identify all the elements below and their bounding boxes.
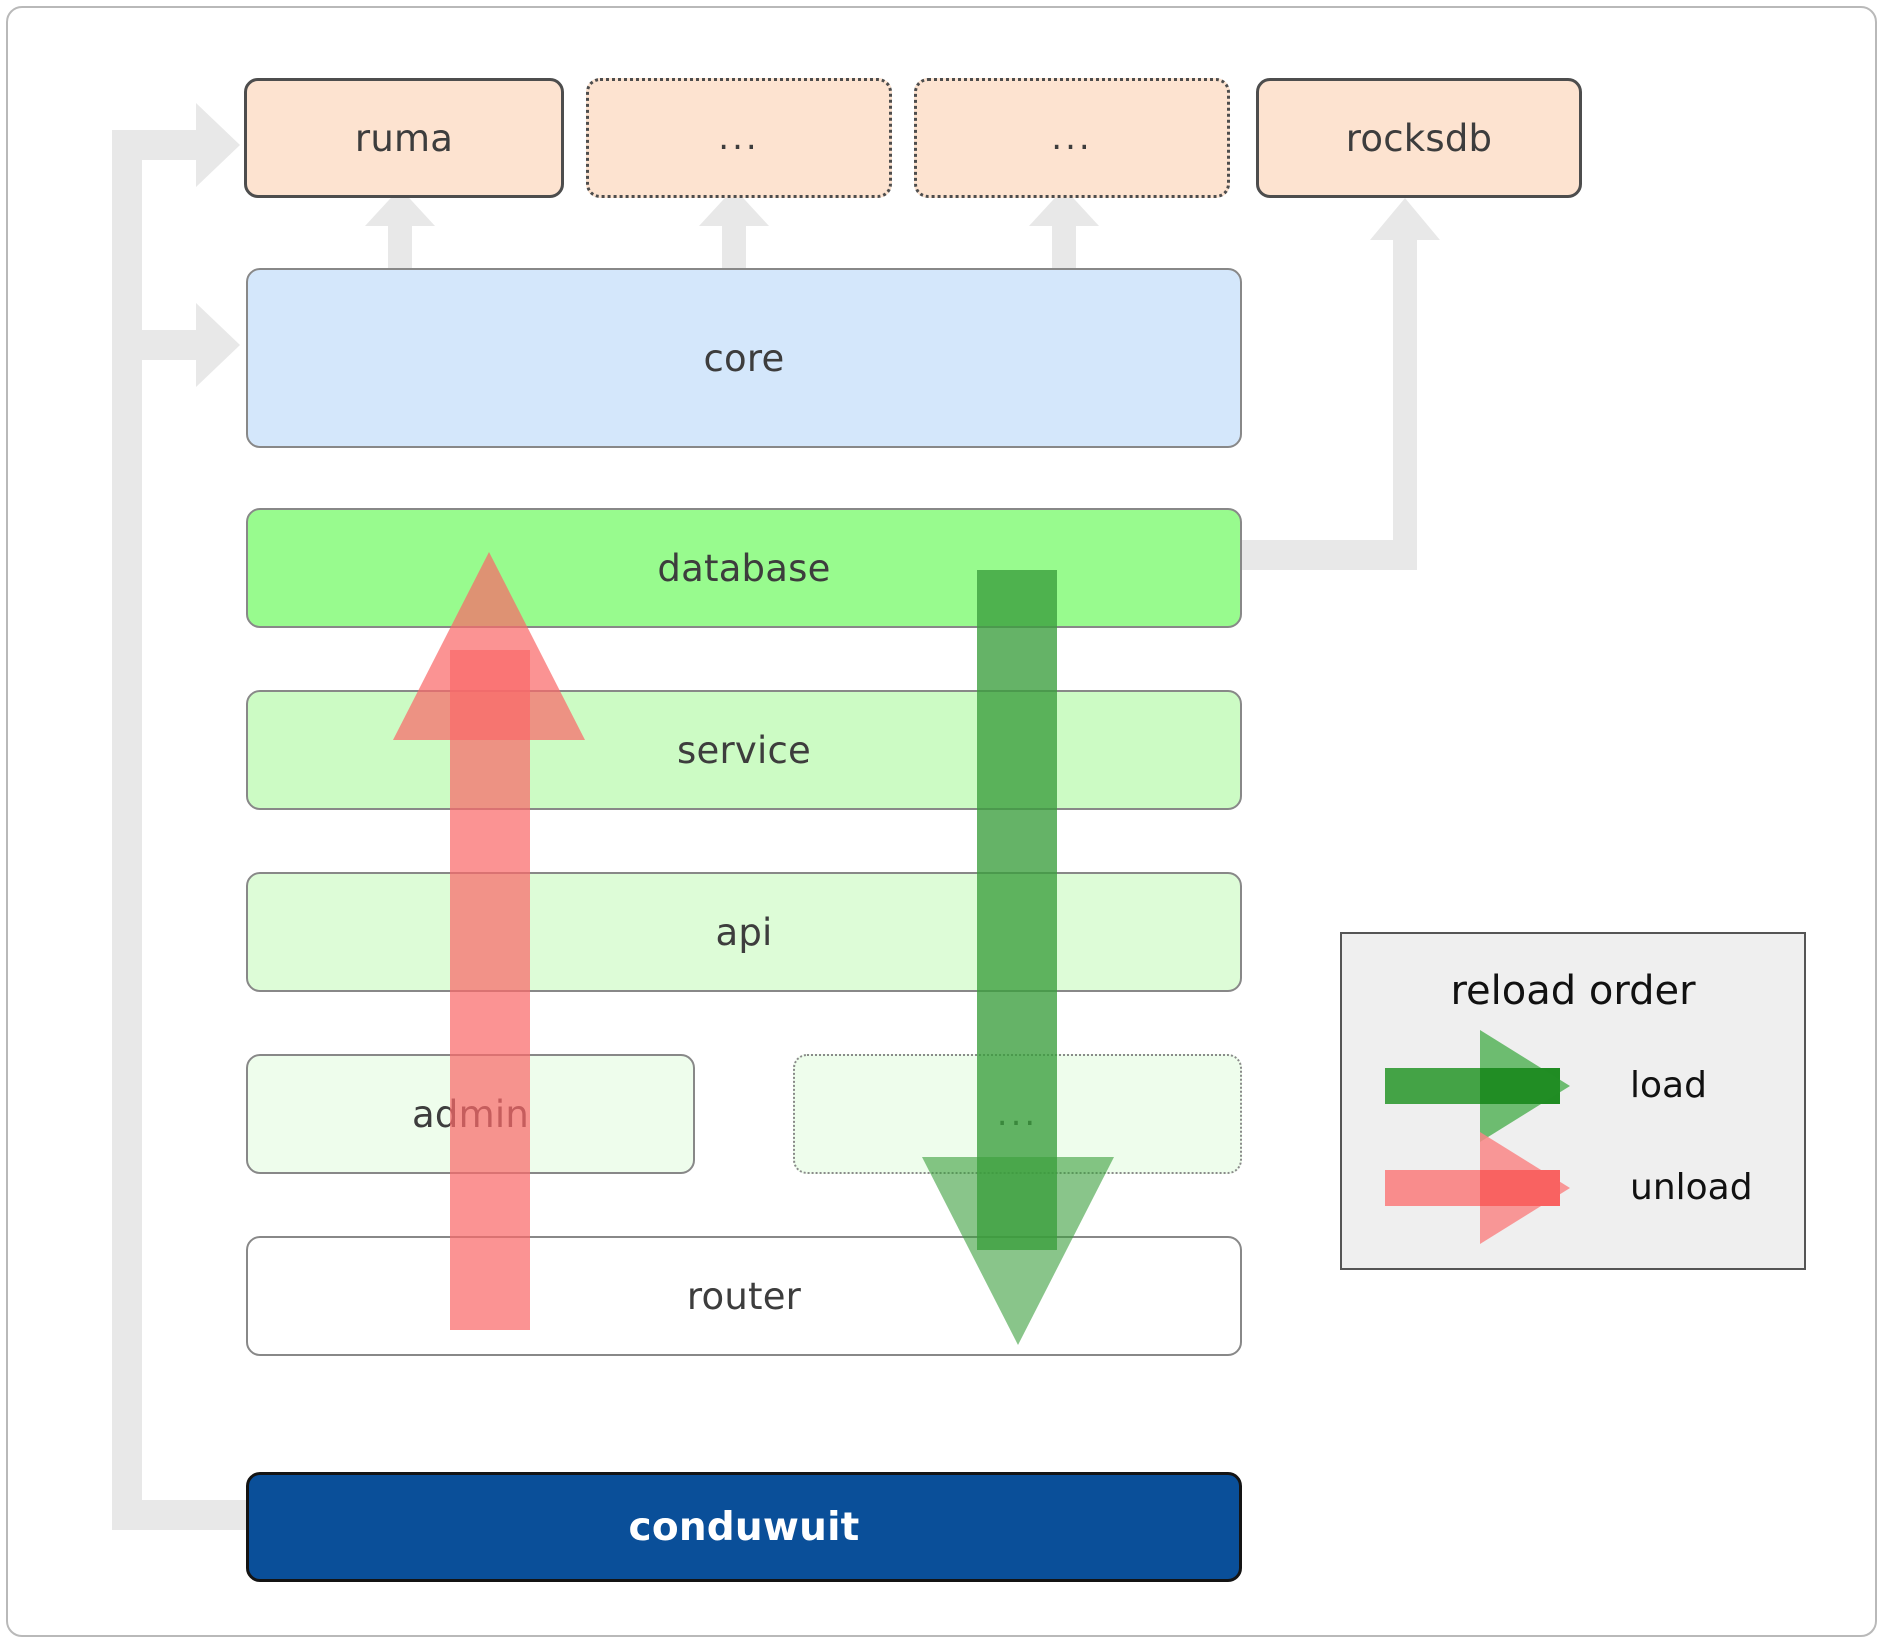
dependency-box-rocksdb[interactable]: rocksdb (1256, 78, 1582, 198)
conduwuit-label: conduwuit (628, 1504, 860, 1550)
dependency-box-ellipsis-2[interactable]: ... (914, 78, 1230, 198)
stack-box-service[interactable]: service (246, 690, 1242, 810)
stack-label-admin-ellipsis: ... (996, 1094, 1039, 1134)
legend-label-load: load (1630, 1065, 1707, 1106)
diagram-frame (6, 6, 1877, 1637)
dependency-label-ruma: ruma (354, 116, 454, 160)
stack-label-api: api (715, 910, 773, 954)
dependency-label-ellipsis-2: ... (1051, 118, 1093, 158)
stack-label-service: service (677, 728, 811, 772)
dependency-box-ellipsis-1[interactable]: ... (586, 78, 892, 198)
stack-box-database[interactable]: database (246, 508, 1242, 628)
stack-box-admin-ellipsis[interactable]: ... (793, 1054, 1242, 1174)
legend-label-unload: unload (1630, 1167, 1753, 1208)
legend-panel: reload order (1340, 932, 1806, 1270)
dependency-label-ellipsis-1: ... (718, 118, 760, 158)
stack-box-api[interactable]: api (246, 872, 1242, 992)
stack-label-database: database (657, 546, 831, 590)
legend-title: reload order (1450, 968, 1696, 1014)
dependency-label-rocksdb: rocksdb (1345, 116, 1493, 160)
dependency-box-ruma[interactable]: ruma (244, 78, 564, 198)
stack-box-router[interactable]: router (246, 1236, 1242, 1356)
stack-label-admin: admin (412, 1092, 529, 1136)
stack-box-admin[interactable]: admin (246, 1054, 695, 1174)
core-box[interactable]: core (246, 268, 1242, 448)
core-label: core (703, 336, 785, 380)
conduwuit-box[interactable]: conduwuit (246, 1472, 1242, 1582)
stack-label-router: router (686, 1274, 802, 1318)
